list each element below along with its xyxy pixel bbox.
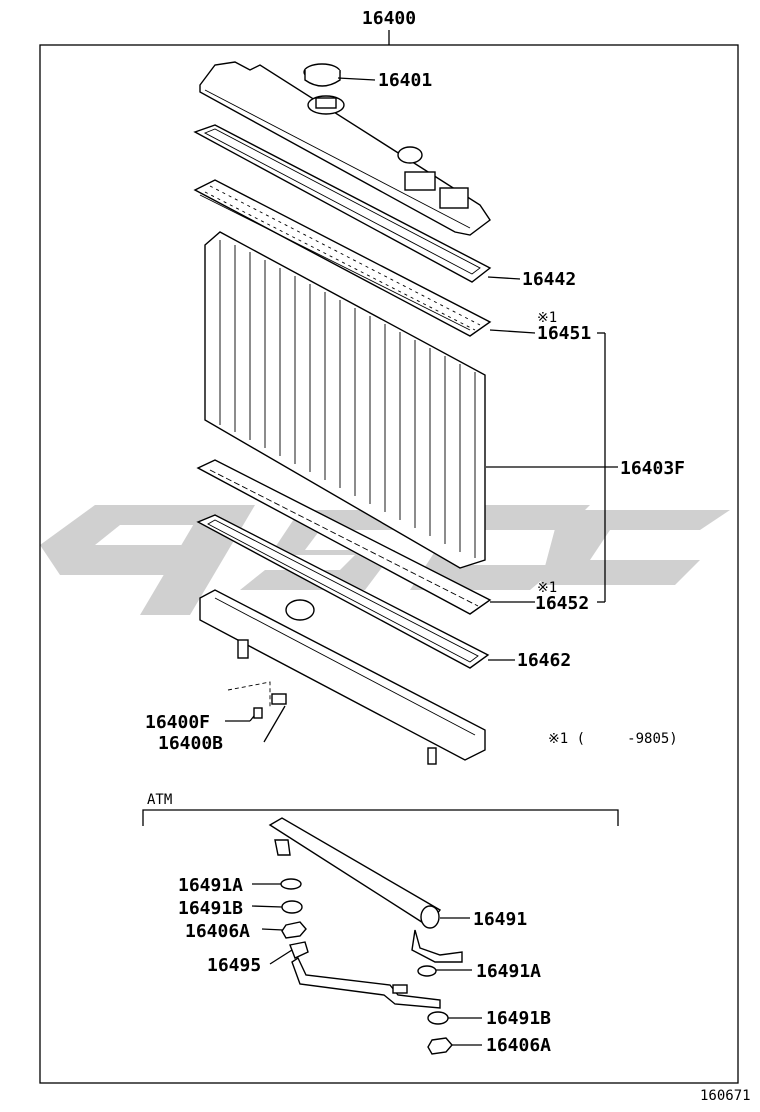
assembly-label: 16400	[362, 8, 416, 29]
upper-gasket-drawing	[193, 124, 492, 283]
footnote: ※1 ( -9805)	[548, 731, 678, 747]
nut-a-top-drawing	[281, 921, 307, 939]
label-gasket-a-top: 16491A	[178, 875, 243, 896]
note-lower-tank: ※1	[537, 580, 557, 596]
label-oil-cooler: 16491	[473, 909, 527, 930]
label-upper-gasket: 16442	[522, 269, 576, 290]
leader-lines	[225, 77, 618, 743]
gasket-a-bottom-drawing	[417, 965, 437, 977]
lower-core-plate-drawing	[196, 459, 492, 615]
oil-cooler-drawing	[268, 817, 463, 963]
upper-core-plate-drawing	[193, 179, 492, 337]
drain-cock-drawing	[227, 681, 287, 719]
lower-gasket-drawing	[196, 514, 490, 669]
label-oil-pipe: 16495	[207, 955, 261, 976]
nut-a-bottom-drawing	[427, 1037, 453, 1055]
gasket-b-top-drawing	[281, 900, 303, 914]
label-gasket-b-bottom: 16491B	[486, 1008, 551, 1029]
figure-number: 160671	[700, 1088, 751, 1104]
note-upper-tank: ※1	[537, 310, 557, 326]
label-lower-tank: 16452	[535, 593, 589, 614]
label-core: 16403F	[620, 458, 685, 479]
upper-tank-drawing	[199, 61, 491, 236]
label-nut-a-bottom: 16406A	[486, 1035, 551, 1056]
radiator-cap-drawing	[303, 63, 341, 87]
radiator-core-drawing	[204, 231, 486, 569]
oil-pipe-drawing	[289, 941, 441, 1009]
label-gasket-a-bottom: 16491A	[476, 961, 541, 982]
label-lower-gasket: 16462	[517, 650, 571, 671]
label-drain-cock: 16400F	[145, 712, 210, 733]
atm-leader-lines	[251, 883, 482, 1046]
gasket-b-bottom-drawing	[427, 1011, 449, 1025]
label-gasket-b-top: 16491B	[178, 898, 243, 919]
lower-tank-drawing	[199, 589, 486, 765]
label-radiator-cap: 16401	[378, 70, 432, 91]
gasket-a-top-drawing	[280, 878, 302, 890]
atm-bracket	[142, 809, 619, 826]
label-drain-plug: 16400B	[158, 733, 223, 754]
label-upper-tank: 16451	[537, 323, 591, 344]
label-nut-a-top: 16406A	[185, 921, 250, 942]
atm-section-label: ATM	[147, 792, 172, 808]
watermark-logo	[40, 505, 730, 615]
